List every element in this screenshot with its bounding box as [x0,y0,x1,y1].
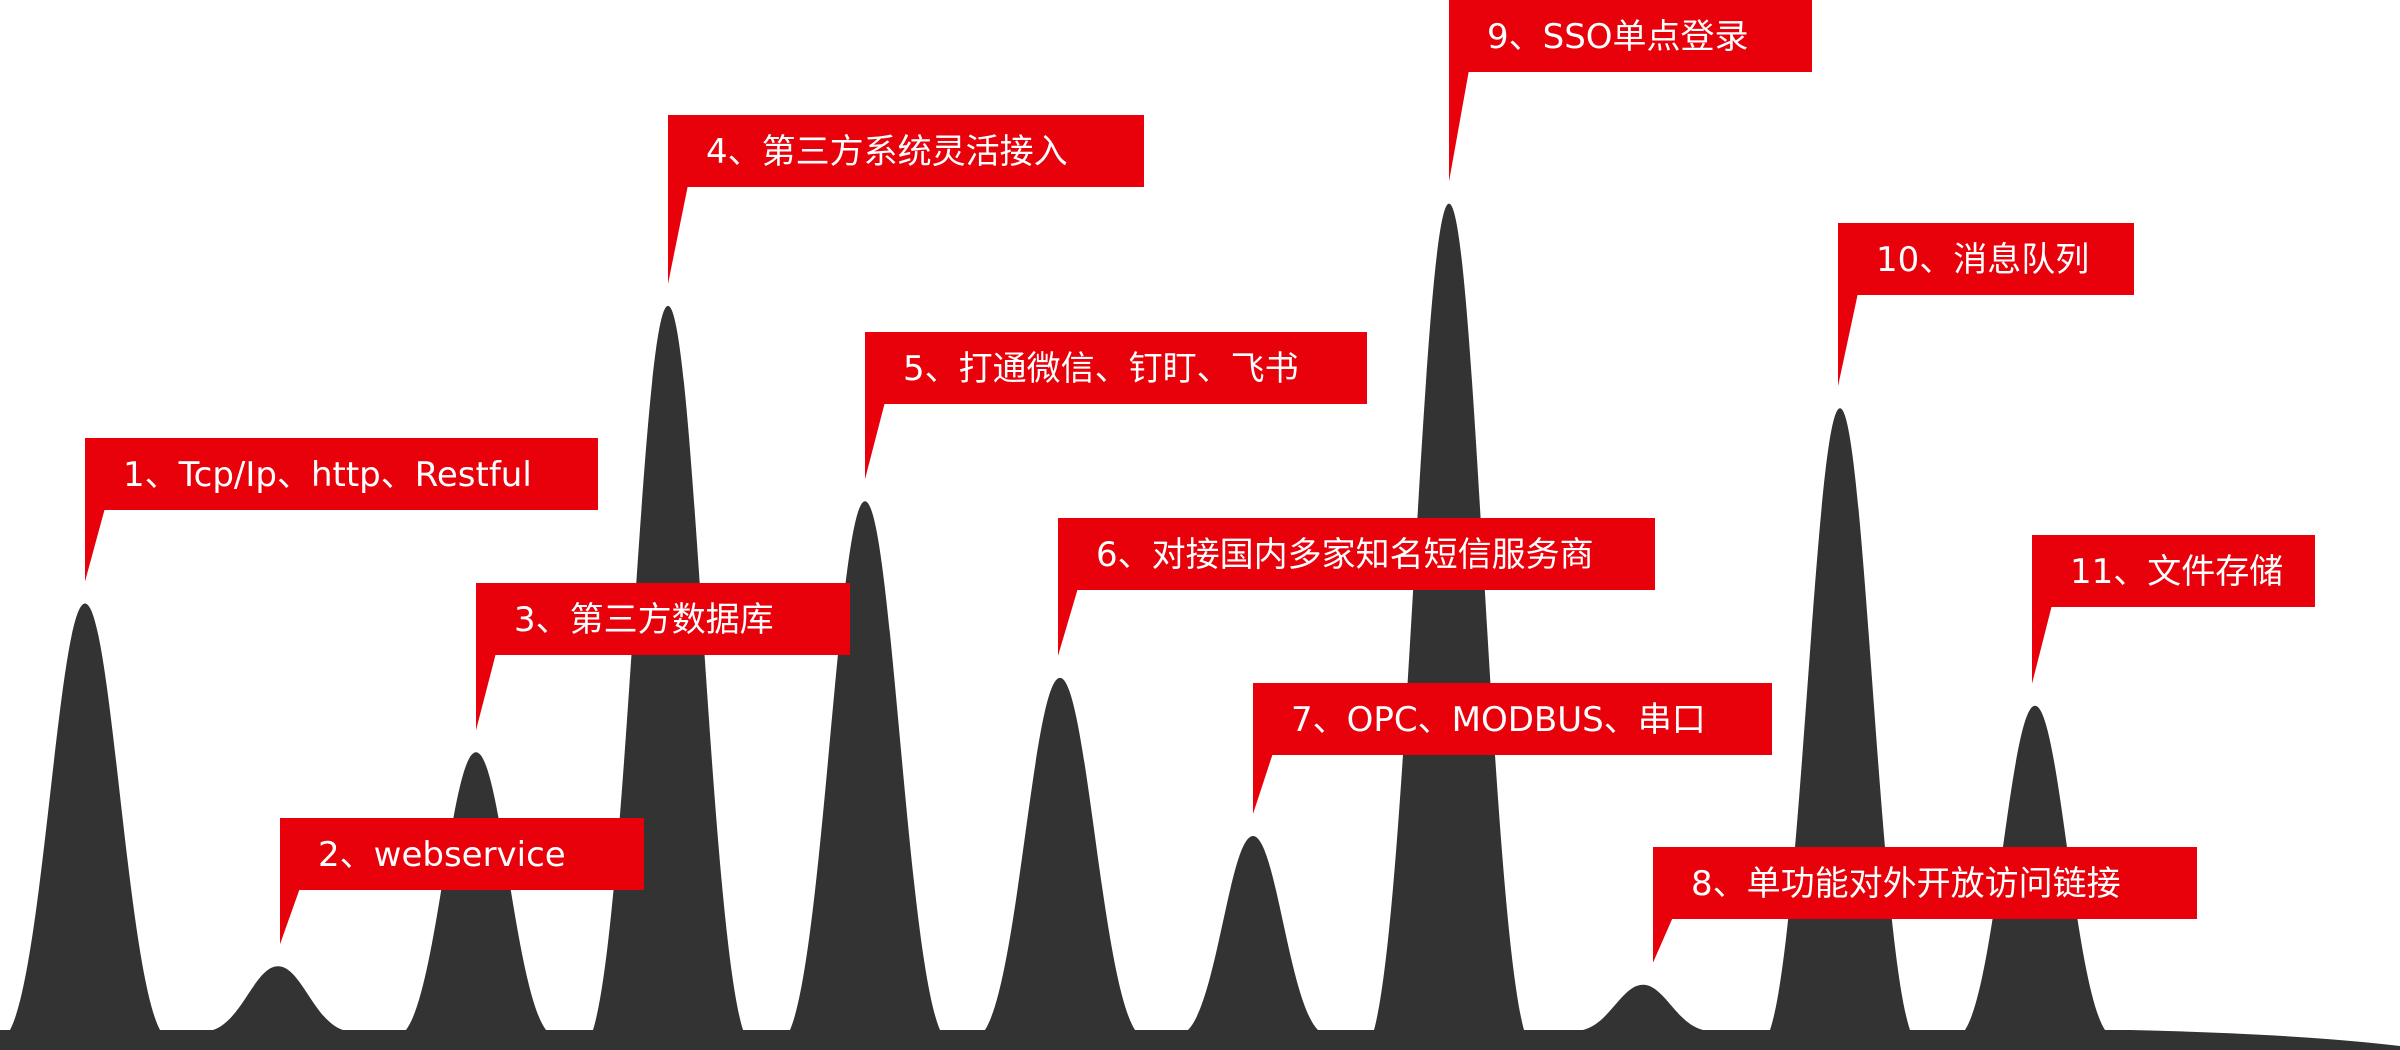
callout-label-5: 5、打通微信、钉盯、飞书 [903,349,1299,389]
callout-3: 3、第三方数据库 [476,583,850,731]
callout-box-8 [1653,847,2197,919]
callout-tail-4 [668,185,688,284]
callout-tail-11 [2032,605,2052,684]
callout-8: 8、单功能对外开放访问链接 [1653,847,2197,963]
callout-tail-10 [1838,293,1858,387]
callout-box-5 [865,332,1367,404]
callout-tail-3 [476,653,496,731]
callout-tail-6 [1058,588,1078,656]
callout-11: 11、文件存储 [2032,535,2315,684]
callout-box-9 [1449,0,1812,72]
callout-tail-9 [1449,70,1469,182]
callout-label-1: 1、Tcp/Ip、http、Restful [123,455,532,495]
peak-2 [213,966,343,1030]
callout-tail-2 [280,888,300,945]
callout-box-10 [1838,223,2134,295]
callout-label-4: 4、第三方系统灵活接入 [706,132,1068,172]
ground-band [0,1030,2400,1050]
peak-8 [1583,984,1703,1030]
callout-box-11 [2032,535,2315,607]
callout-7: 7、OPC、MODBUS、串口 [1253,683,1772,814]
callout-label-11: 11、文件存储 [2070,552,2283,592]
peak-1 [10,603,160,1030]
peak-5 [790,501,940,1030]
peak-3 [406,752,546,1030]
callout-2: 2、webservice [280,818,644,945]
callout-box-3 [476,583,850,655]
callout-box-1 [85,438,598,510]
callout-4: 4、第三方系统灵活接入 [668,115,1144,284]
callout-box-4 [668,115,1144,187]
callout-label-2: 2、webservice [318,835,566,875]
callout-box-2 [280,818,644,890]
callout-tail-8 [1653,917,1673,963]
callout-5: 5、打通微信、钉盯、飞书 [865,332,1367,480]
callout-label-7: 7、OPC、MODBUS、串口 [1291,700,1706,740]
callout-tail-7 [1253,753,1273,814]
peak-6 [985,677,1135,1030]
callouts-layer: 1、Tcp/Ip、http、Restful 2、webservice 3、第三方数据… [85,0,2315,963]
callout-box-7 [1253,683,1772,755]
callout-label-10: 10、消息队列 [1876,240,2089,280]
callout-1: 1、Tcp/Ip、http、Restful [85,438,598,582]
callout-tail-1 [85,508,105,582]
callout-9: 9、SSO单点登录 [1449,0,1812,182]
peaks-layer [0,203,2400,1050]
callout-label-9: 9、SSO单点登录 [1487,17,1749,57]
peak-9 [1374,203,1524,1031]
peak-7 [1188,836,1318,1030]
callout-label-3: 3、第三方数据库 [514,600,774,640]
callout-6: 6、对接国内多家知名短信服务商 [1058,518,1655,656]
callout-label-8: 8、单功能对外开放访问链接 [1691,864,2121,904]
callout-tail-5 [865,402,885,480]
callout-10: 10、消息队列 [1838,223,2134,387]
callout-label-6: 6、对接国内多家知名短信服务商 [1096,535,1594,575]
callout-box-6 [1058,518,1655,590]
